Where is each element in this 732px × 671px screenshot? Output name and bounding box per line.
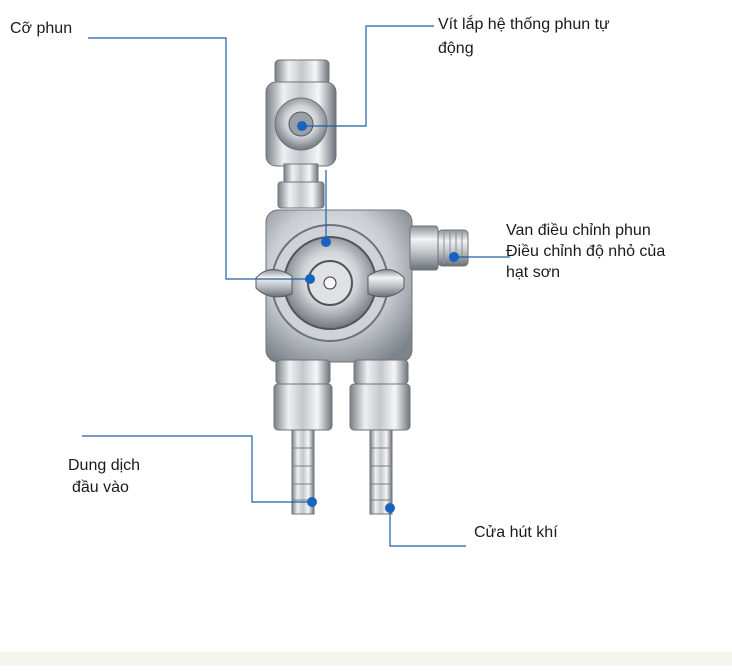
- side-valve: [409, 225, 469, 271]
- label-spray-valve-line1: Van điều chỉnh phun: [506, 222, 651, 239]
- leader-air-inlet: [389, 508, 466, 547]
- label-mount-screw-line2: động: [438, 40, 474, 57]
- marker-nozzle-cap: [321, 237, 331, 247]
- label-spray-valve-line2: Điều chỉnh độ nhỏ của: [506, 243, 666, 260]
- label-air-inlet: Cửa hút khí: [474, 524, 558, 541]
- label-mount-screw-line1: Vít lắp hệ thống phun tự: [438, 16, 610, 33]
- label-fluid-inlet-line2: đầu vào: [72, 479, 129, 496]
- marker-dots: [297, 121, 459, 513]
- leader-lines: [82, 25, 510, 547]
- fluid-inlet-fitting: [273, 359, 333, 515]
- bottom-band: [0, 652, 732, 666]
- leader-fluid-inlet: [82, 435, 312, 503]
- marker-fluid-inlet: [307, 497, 317, 507]
- leader-nozzle-size: [88, 37, 310, 280]
- marker-spray-valve: [449, 252, 459, 262]
- label-nozzle-size: Cỡ phun: [10, 20, 73, 37]
- label-spray-valve-line3: hạt sơn: [506, 264, 561, 281]
- main-body: [255, 209, 413, 363]
- leader-mount-screw: [302, 25, 434, 127]
- marker-nozzle-size: [305, 274, 315, 284]
- label-fluid-inlet-line1: Dung dịch: [68, 457, 141, 474]
- marker-air-inlet: [385, 503, 395, 513]
- marker-mount-screw: [297, 121, 307, 131]
- air-inlet-fitting: [349, 359, 411, 515]
